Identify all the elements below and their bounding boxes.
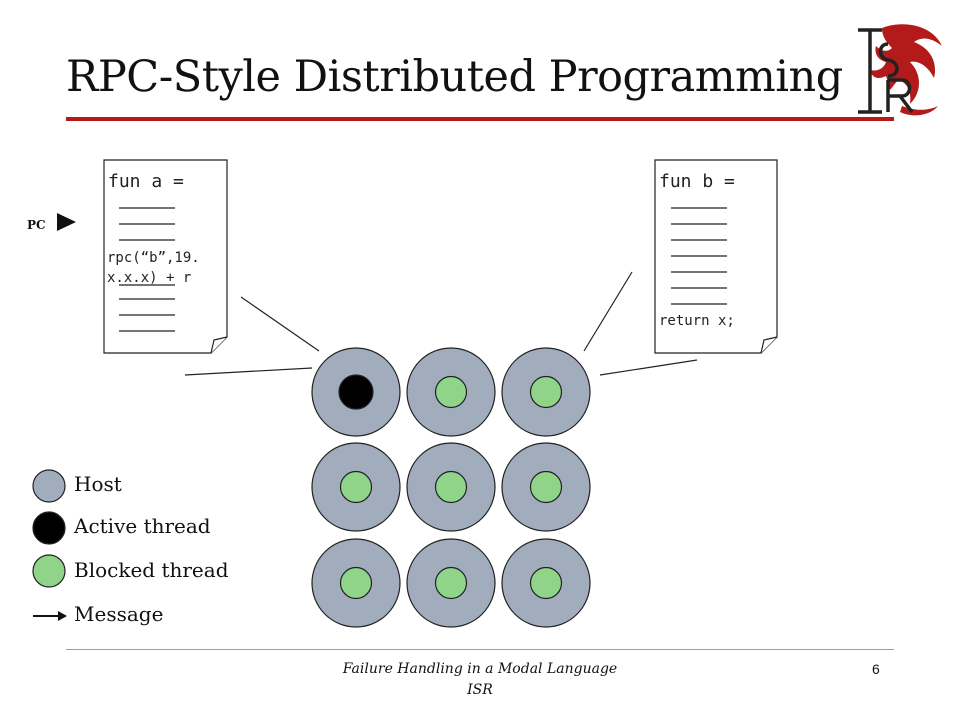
- legend-blocked-label: Blocked thread: [74, 558, 229, 582]
- code-b-blank-lines: [671, 207, 727, 305]
- pc-arrow-icon: [57, 213, 76, 231]
- footer-title: Failure Handling in a Modal Language: [342, 661, 618, 677]
- code-b-header: fun b =: [659, 171, 735, 192]
- code-a-header: fun a =: [108, 171, 184, 192]
- callout-line: [583, 271, 633, 352]
- blocked-thread: [434, 375, 468, 409]
- footer-divider: [66, 649, 894, 650]
- isr-monogram: [858, 28, 914, 114]
- host-node: [501, 538, 591, 628]
- code-a-blank-lines: [119, 207, 175, 332]
- slide-title: RPC-Style Distributed Programming: [66, 52, 843, 102]
- legend-active-icon: [32, 511, 66, 545]
- blocked-thread: [434, 566, 468, 600]
- host-node: [406, 442, 496, 532]
- blocked-thread: [339, 566, 373, 600]
- isr-logo: [858, 24, 942, 116]
- legend-message-arrow-icon: [33, 611, 67, 621]
- blocked-thread: [529, 566, 563, 600]
- blocked-thread: [529, 375, 563, 409]
- host-node: [501, 442, 591, 532]
- dragon-icon: [870, 24, 942, 116]
- code-a-rpc-line-2: x.x.x) + r: [107, 270, 191, 286]
- code-b-return-line: return x;: [659, 313, 735, 329]
- pc-label: PC: [27, 218, 46, 232]
- blocked-thread: [339, 470, 373, 504]
- code-a-rpc-line-1: rpc(“b”,19.: [107, 250, 200, 266]
- code-page-b: fun b = return x;: [654, 159, 778, 354]
- legend-symbols: [32, 469, 67, 621]
- legend-host-label: Host: [74, 472, 122, 496]
- footer-org: ISR: [467, 682, 493, 698]
- host-node: [406, 347, 496, 437]
- host-node: [311, 347, 401, 437]
- blocked-thread: [434, 470, 468, 504]
- active-thread: [338, 374, 374, 410]
- callout-line: [599, 359, 698, 376]
- title-underline: [66, 117, 894, 121]
- host-grid: [311, 347, 591, 628]
- host-node: [406, 538, 496, 628]
- legend-host-icon: [32, 469, 66, 503]
- callout-line: [184, 367, 313, 376]
- blocked-thread: [529, 470, 563, 504]
- page-number: 6: [872, 661, 880, 677]
- code-page-a: fun a = rpc(“b”,19. x.x.x) + r: [103, 159, 228, 354]
- host-node: [311, 538, 401, 628]
- legend-active-label: Active thread: [74, 514, 211, 538]
- legend-message-label: Message: [74, 602, 164, 626]
- host-node: [501, 347, 591, 437]
- legend-blocked-icon: [32, 554, 66, 588]
- callout-lines: [184, 271, 698, 376]
- host-node: [311, 442, 401, 532]
- callout-line: [240, 296, 320, 352]
